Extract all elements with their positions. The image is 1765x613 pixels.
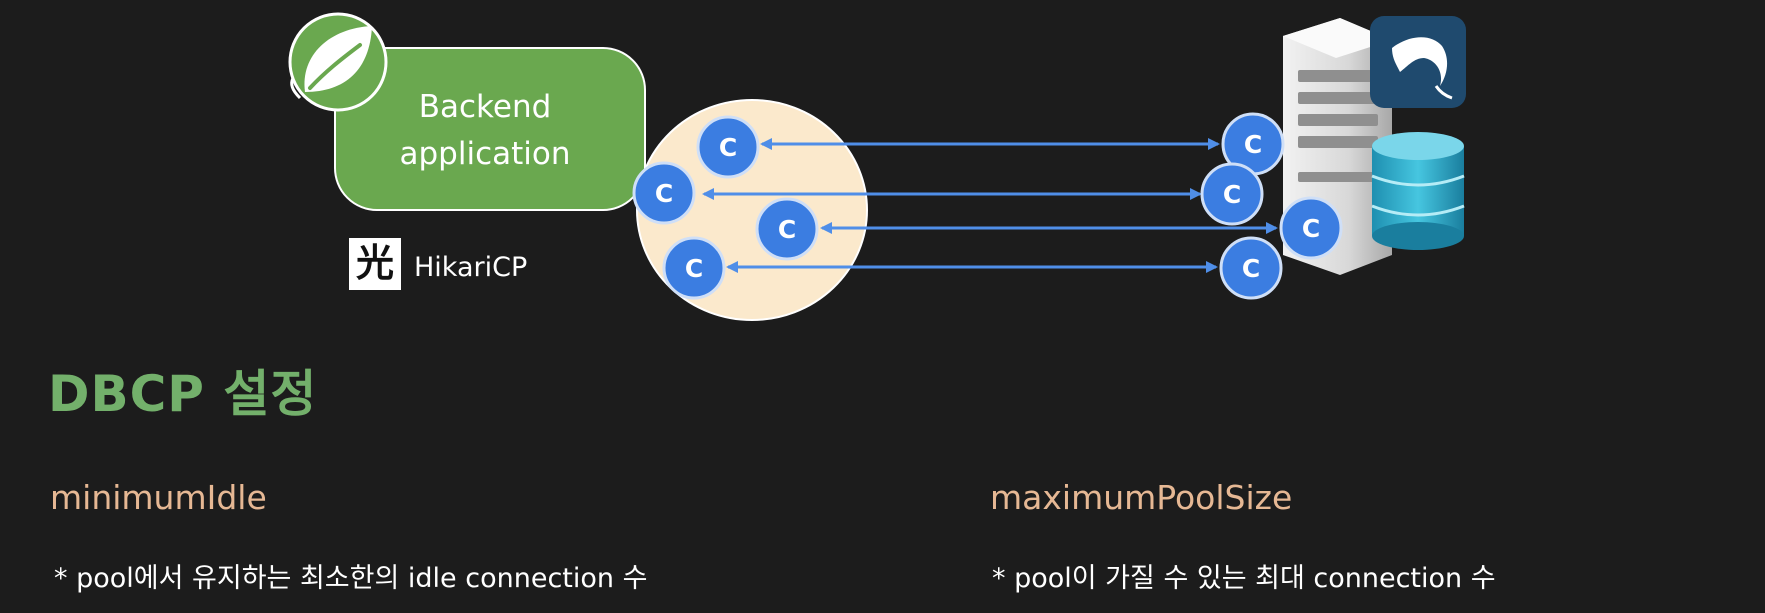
connection-arrows xyxy=(702,138,1278,273)
hikaricp-label: 光 HikariCP xyxy=(349,238,527,290)
hikaricp-logo-icon xyxy=(349,238,401,290)
setting-name-maximum-pool-size: maximumPoolSize xyxy=(990,478,1293,517)
connection-pool-diagram: Backend application 光 HikariCP xyxy=(288,12,1466,321)
svg-text:C: C xyxy=(778,215,796,244)
spring-leaf-icon xyxy=(288,12,388,112)
pool-connection: C xyxy=(696,115,760,179)
svg-text:C: C xyxy=(1242,254,1260,283)
mysql-dolphin-icon xyxy=(1370,16,1466,108)
backend-label-line1: Backend xyxy=(419,89,552,125)
database-server-icon xyxy=(1283,18,1392,275)
svg-text:C: C xyxy=(655,179,673,208)
svg-text:C: C xyxy=(685,254,703,283)
backend-label-line2: application xyxy=(400,136,571,172)
database-cylinder-icon xyxy=(1371,132,1465,250)
svg-text:C: C xyxy=(719,133,737,162)
setting-name-minimum-idle: minimumIdle xyxy=(50,478,267,517)
section-heading: DBCP 설정 xyxy=(48,365,318,423)
hikaricp-logo-glyph: 光 xyxy=(356,241,394,285)
pool-connection: C xyxy=(755,197,819,261)
pool-connection: C xyxy=(632,161,696,225)
db-connection: C xyxy=(1221,112,1285,176)
db-connection: C xyxy=(1200,162,1264,226)
pool-connection: C xyxy=(662,236,726,300)
svg-text:C: C xyxy=(1302,214,1320,243)
backend-application-box: Backend application xyxy=(334,47,646,211)
svg-text:C: C xyxy=(1244,130,1262,159)
db-connection: C xyxy=(1219,236,1283,300)
setting-description-minimum-idle: * pool에서 유지하는 최소한의 idle connection 수 xyxy=(54,563,648,594)
setting-description-maximum-pool-size: * pool이 가질 수 있는 최대 connection 수 xyxy=(992,563,1496,594)
svg-text:C: C xyxy=(1223,180,1241,209)
hikaricp-text: HikariCP xyxy=(414,252,527,283)
db-connection: C xyxy=(1279,196,1343,260)
